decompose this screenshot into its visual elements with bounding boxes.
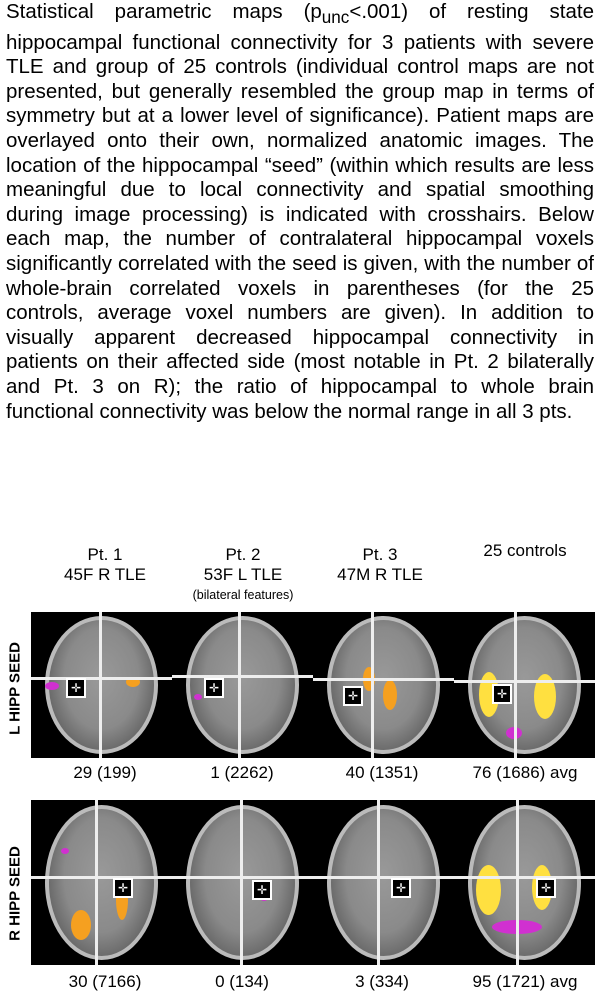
figure-caption: Statistical parametric maps (punc<.001) … — [6, 0, 594, 424]
seed-crosshair-icon: ✛ — [492, 684, 512, 704]
seed-crosshair-icon: ✛ — [204, 678, 224, 698]
voxel-count: 1 (2262) — [210, 763, 274, 782]
seed-crosshair-icon: ✛ — [113, 878, 133, 898]
voxel-count: 40 (1351) — [345, 763, 419, 782]
caption-text: Statistical parametric maps (p — [6, 0, 322, 23]
brain-map: ✛ — [454, 800, 595, 965]
column-title: Pt. 2 — [225, 545, 261, 564]
column-header-controls: 25 controls — [455, 541, 595, 561]
seed-crosshair-icon: ✛ — [536, 878, 556, 898]
brain-map: ✛ — [454, 612, 595, 758]
brain-map: ✛ — [31, 800, 172, 965]
brain-map: ✛ — [313, 612, 454, 758]
column-title: 25 controls — [483, 541, 567, 560]
seed-crosshair-icon: ✛ — [391, 878, 411, 898]
caption-text: <.001) of resting state hippocampal func… — [6, 0, 594, 423]
column-detail: 45F R TLE — [64, 565, 146, 584]
column-title: Pt. 3 — [362, 545, 398, 564]
voxel-count: 95 (1721) avg — [472, 972, 578, 991]
row-label-l-hipp-seed: L HIPP SEED — [6, 642, 24, 735]
column-title: Pt. 1 — [87, 545, 123, 564]
column-note: (bilateral features) — [192, 588, 294, 602]
seed-crosshair-icon: ✛ — [252, 880, 272, 900]
brain-map: ✛ — [31, 612, 172, 758]
voxel-count: 76 (1686) avg — [472, 763, 578, 782]
voxel-count: 30 (7166) — [68, 972, 142, 991]
brain-map: ✛ — [172, 800, 313, 965]
brain-map: ✛ — [172, 612, 313, 758]
r-hipp-seed-maps: ✛ ✛ ✛ ✛ — [31, 800, 595, 965]
voxel-count: 0 (134) — [215, 972, 269, 991]
brain-map: ✛ — [313, 800, 454, 965]
row-label-r-hipp-seed: R HIPP SEED — [6, 846, 24, 941]
seed-crosshair-icon: ✛ — [343, 686, 363, 706]
column-detail: 53F L TLE — [203, 565, 283, 584]
column-detail: 47M R TLE — [337, 565, 423, 584]
voxel-count: 3 (334) — [355, 972, 409, 991]
seed-crosshair-icon: ✛ — [66, 678, 86, 698]
voxel-count: 29 (199) — [73, 763, 137, 782]
caption-subscript: unc — [321, 8, 350, 28]
l-hipp-seed-maps: ✛ ✛ ✛ ✛ — [31, 612, 595, 758]
